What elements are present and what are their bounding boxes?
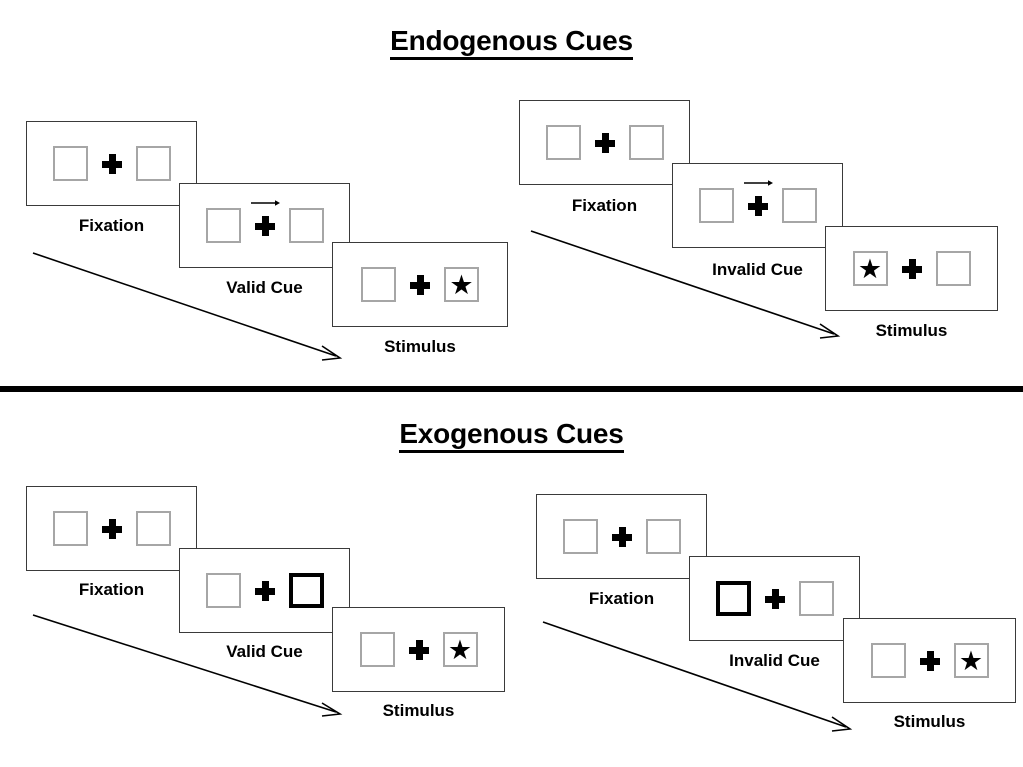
frame-exogenous-invalid-cue [689,556,860,641]
frame-exogenous-valid-stimulus: ★ [332,607,505,692]
right-box [935,251,971,286]
label-exogenous-valid-cue: Valid Cue [226,642,303,661]
left-box [870,643,906,678]
section-title-endogenous: Endogenous Cues [0,25,1023,60]
left-box [545,125,581,160]
fixation-cross-icon [901,258,922,279]
right-box [645,519,681,554]
sequence-arrow-endogenous-invalid [530,230,841,339]
section-title-exogenous: Exogenous Cues [0,418,1023,453]
fixation-cross-icon [254,580,275,601]
fixation-cross-icon [764,588,785,609]
fixation-cross-icon [919,650,940,671]
right-box [628,125,664,160]
section-title-exogenous-text: Exogenous Cues [399,418,624,453]
frame-endogenous-valid-cue [179,183,350,268]
fixation-cross-icon [594,132,615,153]
label-endogenous-valid-cue: Valid Cue [226,278,303,297]
star-icon: ★ [857,253,883,284]
section-title-endogenous-text: Endogenous Cues [390,25,633,60]
frame-exogenous-invalid-fixation [536,494,707,579]
left-box [205,208,241,243]
left-box [562,519,598,554]
star-icon: ★ [449,269,474,300]
right-box [135,511,171,546]
right-box [135,146,171,181]
right-box [798,581,834,616]
left-box [52,511,88,546]
frame-endogenous-invalid-cue [672,163,843,248]
left-box: ★ [852,251,888,286]
fixation-cross-icon [408,639,429,660]
label-endogenous-invalid-fixation: Fixation [571,196,638,215]
section-divider [0,386,1023,392]
fixation-cross-icon [611,526,632,547]
left-box [361,267,396,302]
left-box [698,188,734,223]
frame-exogenous-invalid-stimulus: ★ [843,618,1016,703]
right-box: ★ [444,267,479,302]
fixation-cross-icon [410,274,430,295]
label-endogenous-invalid-cue: Invalid Cue [712,260,803,279]
left-box [205,573,241,608]
cue-arrow-right-icon [250,199,280,206]
right-box: ★ [442,632,478,667]
right-box [781,188,817,223]
label-endogenous-invalid-stimulus: Stimulus [875,321,948,340]
left-box-cued [715,581,751,616]
frame-exogenous-valid-fixation [26,486,197,571]
label-exogenous-invalid-cue: Invalid Cue [729,651,820,670]
label-endogenous-valid-fixation: Fixation [78,216,145,235]
frame-exogenous-valid-cue [179,548,350,633]
sequence-arrow-exogenous-valid [32,614,343,717]
label-exogenous-invalid-fixation: Fixation [588,589,655,608]
label-endogenous-valid-stimulus: Stimulus [384,337,456,356]
cue-arrow-right-icon [743,179,773,186]
star-icon: ★ [447,634,473,665]
right-box [288,208,324,243]
star-icon: ★ [958,645,984,676]
fixation-cross-icon [743,179,773,216]
sequence-arrow-exogenous-invalid [542,621,853,732]
right-box: ★ [953,643,989,678]
frame-endogenous-valid-fixation [26,121,197,206]
fixation-cross-icon [101,153,122,174]
fixation-cross-icon [101,518,122,539]
left-box [359,632,395,667]
left-box [52,146,88,181]
label-exogenous-valid-fixation: Fixation [78,580,145,599]
label-exogenous-valid-stimulus: Stimulus [382,701,455,720]
frame-endogenous-invalid-stimulus: ★ [825,226,998,311]
sequence-arrow-endogenous-valid [32,252,343,361]
frame-endogenous-invalid-fixation [519,100,690,185]
right-box-cued [288,573,324,608]
label-exogenous-invalid-stimulus: Stimulus [893,712,966,731]
fixation-cross-icon [250,199,280,236]
frame-endogenous-valid-stimulus: ★ [332,242,508,327]
